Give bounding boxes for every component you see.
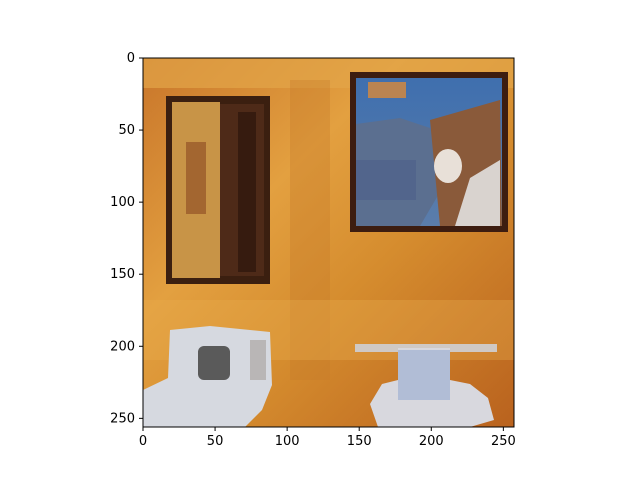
y-tick-label: 100 [110,195,135,210]
x-tick-label: 250 [491,434,516,449]
x-axis: 0 50 100 150 200 250 [139,427,516,449]
y-tick-label: 200 [110,339,135,354]
y-axis: 0 50 100 150 200 250 [110,51,143,426]
x-tick-label: 50 [207,434,224,449]
y-tick-label: 50 [118,123,135,138]
left-sink-shape [143,326,272,427]
axes-frame [142,57,515,428]
y-tick-label: 150 [110,267,135,282]
y-tick-label: 0 [127,51,135,66]
y-tick-label: 250 [110,411,135,426]
painting-shape [350,72,508,232]
x-tick-label: 150 [347,434,372,449]
x-tick-label: 0 [139,434,147,449]
mirror-shape [166,96,270,284]
x-tick-label: 100 [275,434,300,449]
x-tick-label: 200 [419,434,444,449]
right-sink-shape [355,344,497,427]
painted-room-image [143,58,514,427]
